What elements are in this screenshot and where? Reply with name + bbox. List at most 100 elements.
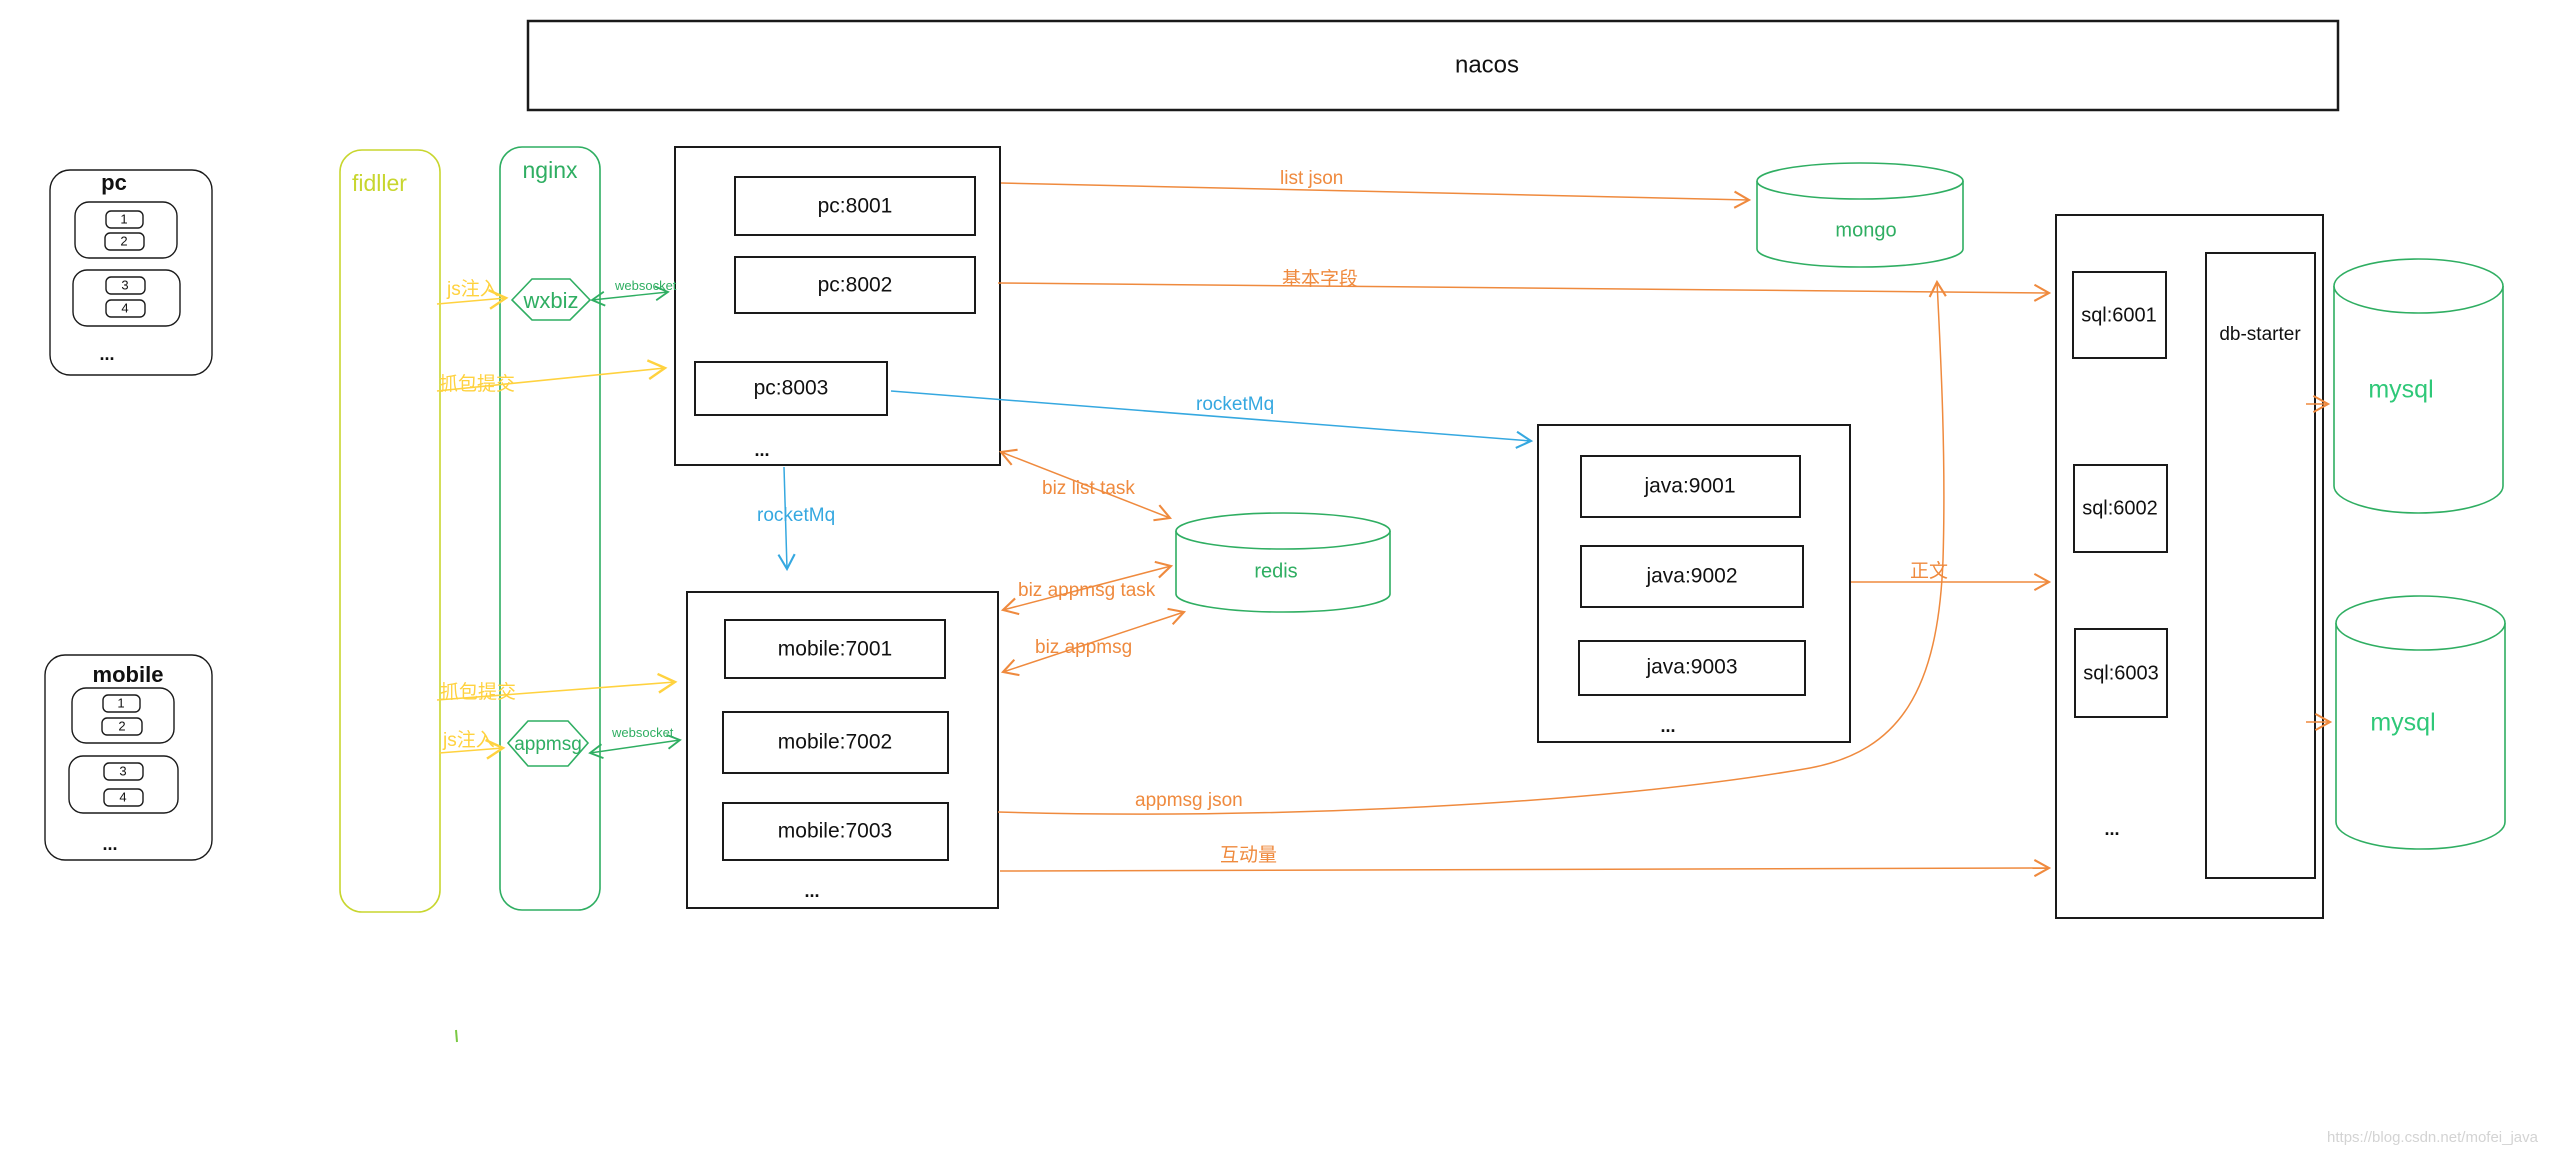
edge-label-biz-appmsg: biz appmsg [1035, 637, 1132, 658]
mysql-bottom-rim [2335, 595, 2506, 651]
edge-label-capture-submit-mobile: 抓包提交 [440, 681, 516, 703]
mysql-top-cylinder: mysql [2333, 258, 2504, 514]
db-starter-box [2205, 252, 2316, 879]
nacos-label: nacos [1455, 51, 1519, 78]
mobile-7001-label: mobile:7001 [778, 638, 892, 661]
pc-client-box [49, 169, 213, 376]
redis-top [1175, 512, 1391, 550]
redis-body [1175, 531, 1391, 613]
mobile-7001-box [724, 619, 946, 679]
mobile-7003-label: mobile:7003 [778, 820, 892, 843]
appmsg-hexagon [506, 720, 590, 767]
db-starter-label: db-starter [2219, 324, 2301, 345]
sql-6002-label: sql:6002 [2082, 497, 2158, 519]
mobile-client-title: mobile [93, 662, 164, 687]
java-services-ellipsis: ... [1660, 716, 1675, 736]
mysql-bottom-label: mysql [2370, 709, 2435, 737]
pc-8002-label: pc:8002 [818, 274, 893, 297]
wxbiz-label: wxbiz [522, 288, 578, 313]
mobile-services-box [686, 591, 999, 909]
edge-label-interaction: 互动量 [1220, 844, 1277, 866]
pc-client-item-label: 1 [120, 211, 127, 226]
mobile-client-subgroup [71, 687, 175, 744]
edge-js-inject-pc [436, 289, 509, 310]
pc-services-ellipsis: ... [754, 440, 769, 460]
edge-biz-appmsg-task [1000, 560, 1174, 616]
pc-client-subgroup [72, 269, 181, 327]
pc-client-subgroup [74, 201, 178, 259]
java-9002-label: java:9002 [1645, 565, 1737, 588]
mysql-bottom-cylinder: mysql [2335, 595, 2506, 850]
appmsg-label: appmsg [514, 734, 582, 755]
stray-mark [455, 1029, 458, 1043]
wxbiz-hexagon [510, 278, 592, 321]
mobile-client-item [103, 788, 144, 807]
edge-label-biz-list-task: biz list task [1042, 478, 1135, 499]
mongo-body [1756, 181, 1964, 268]
mobile-client-subgroup [68, 755, 179, 814]
sql-6001-label: sql:6001 [2081, 304, 2157, 326]
edge-websocket-mobile [588, 734, 682, 759]
pc-client-item [105, 299, 146, 318]
mysql-top-rim [2333, 258, 2504, 314]
edge-capture-submit-pc [436, 359, 668, 392]
redis-label: redis [1254, 560, 1297, 582]
sql-services-group: sql:6001 sql:6002 sql:6003 ... db-starte… [2055, 214, 2324, 919]
mysql-top-label: mysql [2368, 376, 2433, 404]
sql-6001-box [2072, 271, 2167, 359]
mobile-client-item-label: 1 [117, 695, 124, 710]
pc-client-item [104, 232, 145, 251]
edge-label-basic-fields: 基本字段 [1282, 268, 1358, 290]
sql-services-ellipsis: ... [2104, 819, 2119, 839]
nginx-label: nginx [523, 157, 578, 183]
java-services-box [1537, 424, 1851, 743]
pc-client-item [105, 276, 146, 295]
mobile-client-item-label: 2 [118, 718, 125, 733]
mongo-cylinder: mongo [1756, 162, 1964, 268]
edge-list-json [1000, 182, 1752, 209]
pc-client-title: pc [101, 170, 127, 195]
edge-label-capture-submit-pc: 抓包提交 [439, 373, 515, 395]
edge-label-js-inject-pc: js注入 [446, 278, 499, 300]
pc-client-item [105, 210, 144, 229]
edge-appmsg-json [997, 279, 1947, 815]
edge-js-inject-mobile [438, 738, 506, 760]
nginx-box [499, 146, 601, 911]
watermark: https://blog.csdn.net/mofei_java [2327, 1129, 2539, 1146]
pc-8002-box [734, 256, 976, 314]
fiddler-label: fidller [352, 170, 407, 196]
pc-client-ellipsis: ... [99, 344, 114, 364]
edge-capture-submit-mobile [436, 672, 678, 701]
edge-websocket-pc [590, 285, 670, 307]
java-9003-box [1578, 640, 1806, 696]
edge-rocketmq-to-java [890, 390, 1534, 449]
sql-services-box [2055, 214, 2324, 919]
pc-client-item-label: 4 [121, 300, 128, 315]
mobile-7002-label: mobile:7002 [778, 731, 892, 754]
mongo-label: mongo [1835, 219, 1896, 241]
edge-label-js-inject-mobile: js注入 [442, 729, 495, 751]
edge-biz-appmsg [1000, 607, 1187, 677]
pc-8001-box [734, 176, 976, 236]
java-9002-box [1580, 545, 1804, 608]
mysql-top-body [2333, 286, 2504, 514]
edge-biz-list-task [998, 448, 1173, 522]
java-services-group: java:9001 java:9002 java:9003 ... [1537, 424, 1851, 743]
nacos-box [526, 19, 2340, 112]
edge-label-rocketmq-to-mobile: rocketMq [757, 505, 835, 526]
pc-client-group: pc 1 2 3 4 ... [49, 169, 213, 376]
mobile-client-item [103, 762, 144, 781]
java-9001-label: java:9001 [1643, 475, 1735, 498]
pc-8003-box [694, 361, 888, 416]
mobile-client-item [101, 717, 143, 736]
pc-8003-label: pc:8003 [754, 377, 829, 400]
mobile-7002-box [722, 711, 949, 774]
edge-label-content: 正文 [1910, 560, 1948, 582]
mobile-services-ellipsis: ... [804, 881, 819, 901]
edge-label-websocket-pc: websocket [614, 278, 677, 293]
java-9003-label: java:9003 [1645, 656, 1737, 679]
pc-client-item-label: 2 [120, 233, 127, 248]
mobile-services-group: mobile:7001 mobile:7002 mobile:7003 ... [686, 591, 999, 909]
mongo-top [1756, 162, 1964, 200]
edge-interaction [999, 858, 2052, 878]
